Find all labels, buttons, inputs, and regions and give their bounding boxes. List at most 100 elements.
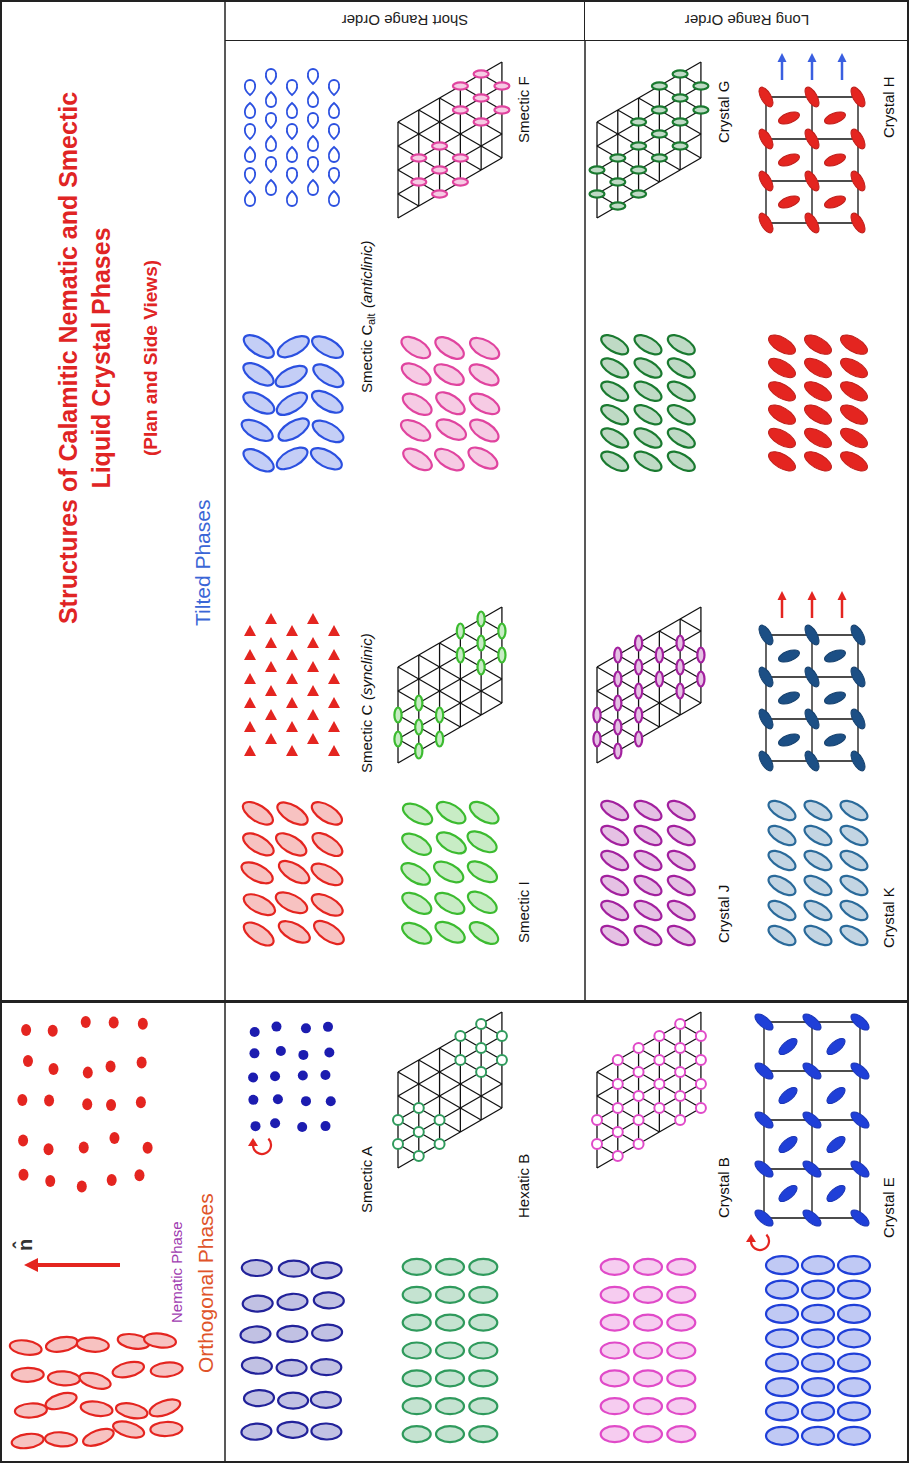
molecule: [598, 378, 631, 405]
molecule: [677, 660, 684, 675]
lattice-line: [397, 122, 398, 146]
molecule: [601, 1343, 629, 1359]
molecule: [610, 154, 625, 161]
molecule: [848, 1011, 871, 1033]
smectic-c-side-view: [238, 797, 347, 950]
lattice-line: [811, 635, 812, 761]
molecule: [469, 1370, 497, 1386]
molecule: [436, 1343, 464, 1359]
lattice-line: [398, 110, 419, 122]
molecule: [802, 424, 835, 451]
molecule-end: [307, 613, 319, 624]
molecule: [592, 1115, 602, 1125]
molecule: [614, 720, 621, 735]
molecule: [273, 888, 311, 917]
molecule: [665, 922, 698, 949]
molecule: [777, 152, 801, 169]
molecule: [667, 1370, 695, 1386]
smectic-i-side-view: [398, 798, 502, 949]
molecule: [592, 1139, 602, 1149]
molecule: [309, 828, 346, 860]
molecule: [432, 445, 468, 475]
lattice-lines: [597, 607, 701, 763]
lattice-line: [398, 206, 419, 218]
column-heading: Orthogonal Phases: [194, 1193, 218, 1373]
lattice-line: [480, 1096, 481, 1120]
lattice-line: [460, 134, 481, 146]
molecule: [634, 1426, 662, 1442]
lattice-line: [480, 146, 481, 170]
molecule: [393, 1115, 403, 1125]
molecule: [631, 118, 646, 125]
molecule: [654, 1031, 664, 1041]
molecule: [399, 888, 435, 918]
molecule-end: [287, 124, 297, 139]
lattice-line: [481, 158, 502, 170]
lattice-line: [680, 619, 701, 631]
molecule: [632, 872, 665, 899]
molecule-end: [245, 147, 255, 162]
molecule: [453, 82, 468, 89]
molecule: [667, 1398, 695, 1414]
molecule-end: [329, 168, 339, 183]
molecule: [802, 1378, 834, 1396]
molecule: [399, 389, 435, 419]
lattice-line: [398, 655, 419, 667]
molecule: [665, 354, 698, 381]
lattice-line: [440, 122, 461, 134]
molecule: [667, 1426, 695, 1442]
molecule: [498, 624, 505, 639]
molecule-end: [266, 113, 276, 128]
molecule-end: [328, 649, 340, 660]
molecule-end: [17, 1094, 27, 1106]
lattice-line: [418, 655, 419, 679]
molecule-end: [106, 1099, 116, 1111]
molecule: [634, 1370, 662, 1386]
lattice-line: [481, 679, 502, 691]
molecule: [802, 897, 835, 924]
hexatic-b-side-view: [403, 1259, 498, 1442]
molecule: [766, 847, 799, 874]
molecule: [838, 797, 871, 824]
molecule: [632, 797, 665, 824]
molecule: [823, 194, 847, 211]
crystal-k-arrows: [778, 591, 847, 618]
molecule-end: [49, 1063, 59, 1075]
molecule: [777, 194, 801, 211]
molecule: [14, 1402, 47, 1418]
molecule-end: [321, 1121, 331, 1131]
molecule: [494, 106, 509, 113]
molecule: [275, 856, 312, 887]
molecule: [614, 672, 621, 687]
lattice-line: [680, 607, 701, 619]
molecule: [823, 648, 847, 665]
molecule: [766, 331, 799, 358]
molecule: [665, 448, 698, 475]
molecule: [469, 1426, 497, 1442]
molecule-end: [48, 1025, 58, 1037]
lattice-line: [418, 110, 419, 134]
molecule: [453, 106, 468, 113]
molecule-end: [307, 661, 319, 672]
lattice-line: [440, 1096, 461, 1108]
molecule: [394, 708, 401, 723]
molecule: [766, 401, 799, 428]
lattice-line: [857, 635, 858, 761]
molecule-end: [301, 1023, 311, 1033]
molecule: [838, 922, 871, 949]
lattice-line: [397, 1072, 398, 1096]
lattice-line: [596, 1072, 597, 1096]
lattice-line: [419, 1048, 440, 1060]
lattice-line: [596, 667, 597, 691]
molecule: [601, 1287, 629, 1303]
phase-label: Hexatic B: [515, 1154, 532, 1218]
molecule: [598, 872, 631, 899]
molecule: [652, 130, 667, 137]
molecule: [652, 106, 667, 113]
lattice-line: [419, 1060, 440, 1072]
molecule: [478, 612, 485, 627]
lattice-line: [481, 1084, 502, 1096]
molecule: [598, 331, 631, 358]
molecule-end: [265, 637, 277, 648]
